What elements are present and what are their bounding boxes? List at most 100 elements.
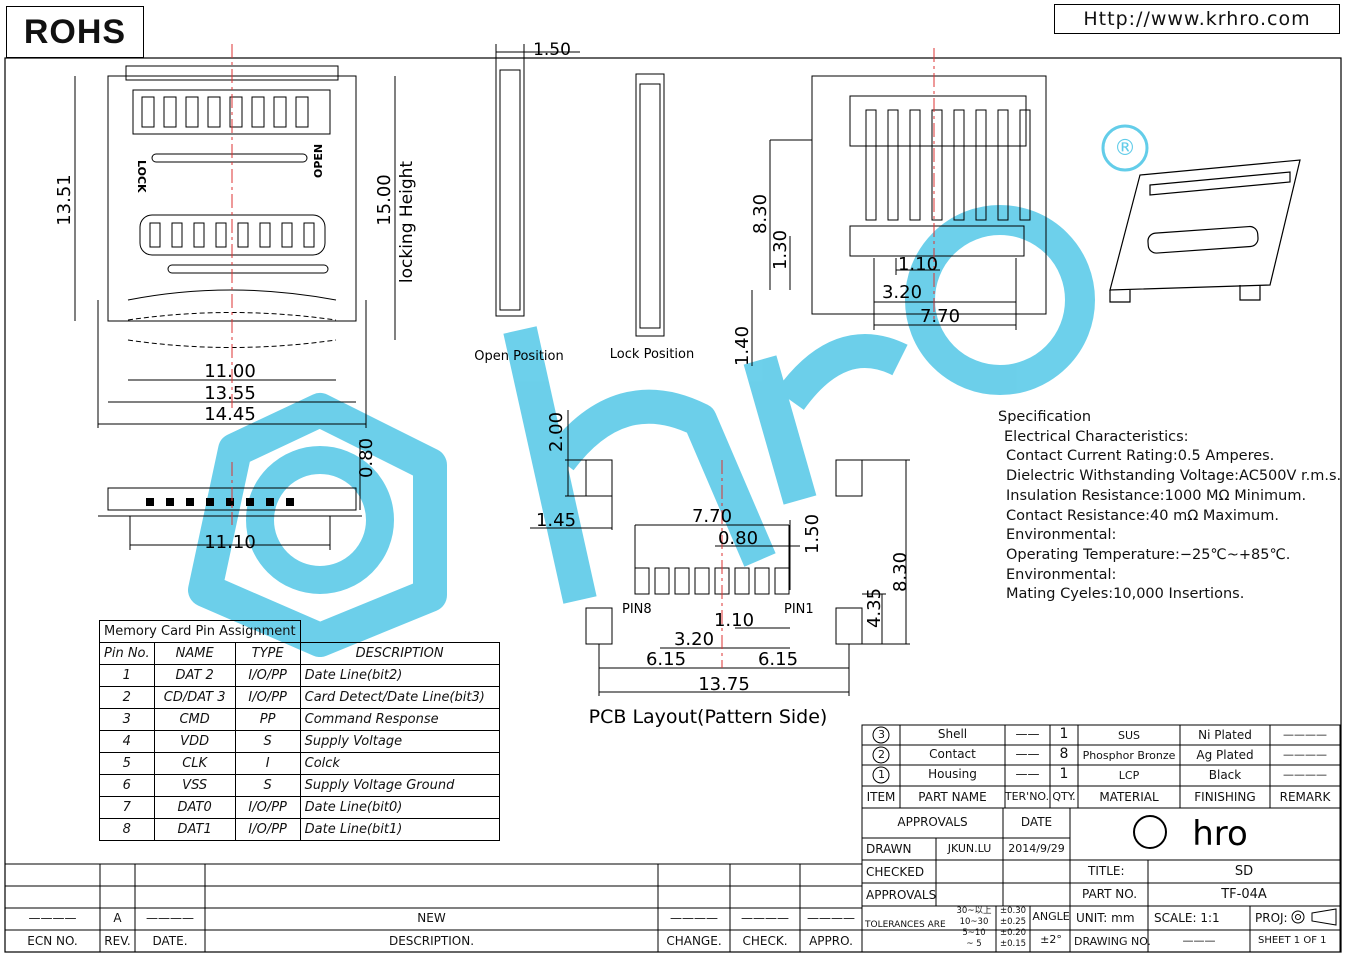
- title-block-grid: [861, 724, 1341, 953]
- bom-remark-3: ————: [1283, 728, 1327, 741]
- dim-1-10-bottom: 1.10: [898, 254, 938, 275]
- bom-hdr-finishing: FINISHING: [1194, 790, 1256, 804]
- locking-height-label: locking Height: [397, 161, 417, 284]
- lock-side-view: [635, 73, 665, 337]
- title-logo-text: hro: [1192, 814, 1248, 854]
- rev-date-value: ————: [146, 911, 194, 925]
- specification-block: Specification Electrical Characteristics…: [998, 408, 1341, 605]
- dim-14-45: 14.45: [204, 404, 256, 425]
- bom-ter-1: ——: [1015, 767, 1040, 781]
- spec-insulation: Insulation Resistance:1000 MΩ Minimum.: [1006, 487, 1307, 504]
- drawn-date: 2014/9/29: [1008, 842, 1065, 855]
- pcb-layout-title: PCB Layout(Pattern Side): [589, 706, 828, 728]
- tolerance-values: ±0.30±0.25±0.20±0.15: [999, 906, 1027, 949]
- dim-7-70-pcb: 7.70: [692, 506, 732, 527]
- lock-position-caption: Lock Position: [610, 347, 694, 362]
- title-logo: [1133, 815, 1167, 849]
- mid-contacts: [149, 222, 315, 248]
- bom-ter-3: ——: [1015, 727, 1040, 741]
- watermark-registered-text: ®: [1114, 136, 1136, 161]
- dim-13-55: 13.55: [204, 383, 256, 404]
- dim-3-20-pcb: 3.20: [674, 629, 714, 650]
- dim-1-45: 1.45: [536, 510, 576, 531]
- open-label: OPEN: [312, 144, 325, 178]
- open-position-caption: Open Position: [474, 349, 563, 364]
- bom-hdr-remark: REMARK: [1279, 790, 1331, 804]
- dim-0-80: 0.80: [356, 438, 377, 478]
- spec-environmental-2: Environmental:: [1006, 566, 1117, 583]
- spec-current: Contact Current Rating:0.5 Amperes.: [1006, 448, 1275, 465]
- dim-8-30-bottom: 8.30: [750, 194, 771, 234]
- bom-finishing-3: Ni Plated: [1198, 728, 1252, 742]
- part-no-label: PART NO.: [1082, 887, 1138, 901]
- spec-temperature: Operating Temperature:−25℃~+85℃.: [1006, 546, 1291, 563]
- dim-1-10-pcb: 1.10: [714, 610, 754, 631]
- bom-hdr-name: PART NAME: [918, 790, 987, 804]
- title-value: SD: [1234, 864, 1254, 879]
- outer-frame: [4, 57, 1342, 953]
- dim-7-70-bottom: 7.70: [920, 306, 960, 327]
- watermark-registered: [1101, 124, 1149, 172]
- rev-letter: A: [113, 911, 122, 925]
- spec-electrical: Electrical Characteristics:: [1004, 428, 1189, 445]
- bom-hdr-item: ITEM: [866, 790, 896, 804]
- pcb-layout: [530, 410, 910, 696]
- part-no-value: TF-04A: [1221, 887, 1267, 902]
- pin1-label: PIN1: [784, 602, 814, 617]
- bom-remark-1: ————: [1283, 768, 1327, 781]
- bom-material-3: SUS: [1117, 729, 1141, 742]
- bom-remark-2: ————: [1283, 748, 1327, 761]
- title-label: TITLE:: [1088, 864, 1125, 878]
- scale-value: SCALE: 1:1: [1154, 911, 1220, 925]
- front-pins: [146, 498, 294, 506]
- dim-2-00: 2.00: [546, 412, 567, 452]
- dim-13-51: 13.51: [54, 174, 75, 226]
- drawn-by: JKUN.LU: [947, 842, 992, 855]
- lock-label: LOCK: [135, 160, 148, 193]
- spec-environmental-1: Environmental:: [1006, 527, 1117, 544]
- dim-1-50-pcb: 1.50: [802, 514, 823, 554]
- dim-3-20-bottom: 3.20: [882, 282, 922, 303]
- rev-hdr-date: DATE.: [152, 934, 188, 948]
- dim-1-30: 1.30: [770, 230, 791, 270]
- approvals-header: APPROVALS: [897, 815, 968, 829]
- angle-label: ANGLE: [1032, 910, 1070, 923]
- proj-label: PROJ:: [1255, 911, 1288, 925]
- bom-material-1: LCP: [1118, 769, 1140, 782]
- bom-finishing-1: Black: [1208, 768, 1242, 782]
- spec-mating: Mating Cyeles:10,000 Insertions.: [1006, 586, 1245, 603]
- bom-finishing-2: Ag Plated: [1196, 748, 1254, 762]
- unit-value: UNIT: mm: [1076, 911, 1135, 925]
- isometric-view: [1109, 159, 1301, 303]
- spec-dielectric: Dielectric Withstanding Voltage:AC500V r…: [1006, 468, 1342, 485]
- drawing-no-label: DRAWING NO.: [1074, 935, 1151, 948]
- bom-qty-1: 1: [1059, 766, 1069, 782]
- rev-hdr-rev: REV.: [104, 934, 131, 948]
- bottom-view: [751, 75, 1047, 366]
- projection-icon: [1291, 908, 1337, 926]
- bottom-contacts: [865, 109, 1031, 221]
- dim-4-35: 4.35: [864, 588, 885, 628]
- drawing-no-value: ———: [1182, 934, 1216, 947]
- checked-label: CHECKED: [866, 865, 925, 879]
- bom-ter-2: ——: [1015, 747, 1040, 761]
- rev-ecn-value: ————: [28, 911, 77, 925]
- spec-contact-resistance: Contact Resistance:40 mΩ Maximum.: [1006, 507, 1279, 524]
- watermark-logo: [188, 205, 1095, 657]
- rev-appro-value: ————: [807, 911, 855, 925]
- bom-qty-2: 8: [1059, 746, 1069, 762]
- bom-hdr-qty: QTY.: [1052, 790, 1076, 803]
- dim-1-50-side: 1.50: [533, 40, 571, 60]
- rev-hdr-ecn: ECN NO.: [27, 934, 78, 948]
- bom-name-contact: Contact: [929, 747, 976, 761]
